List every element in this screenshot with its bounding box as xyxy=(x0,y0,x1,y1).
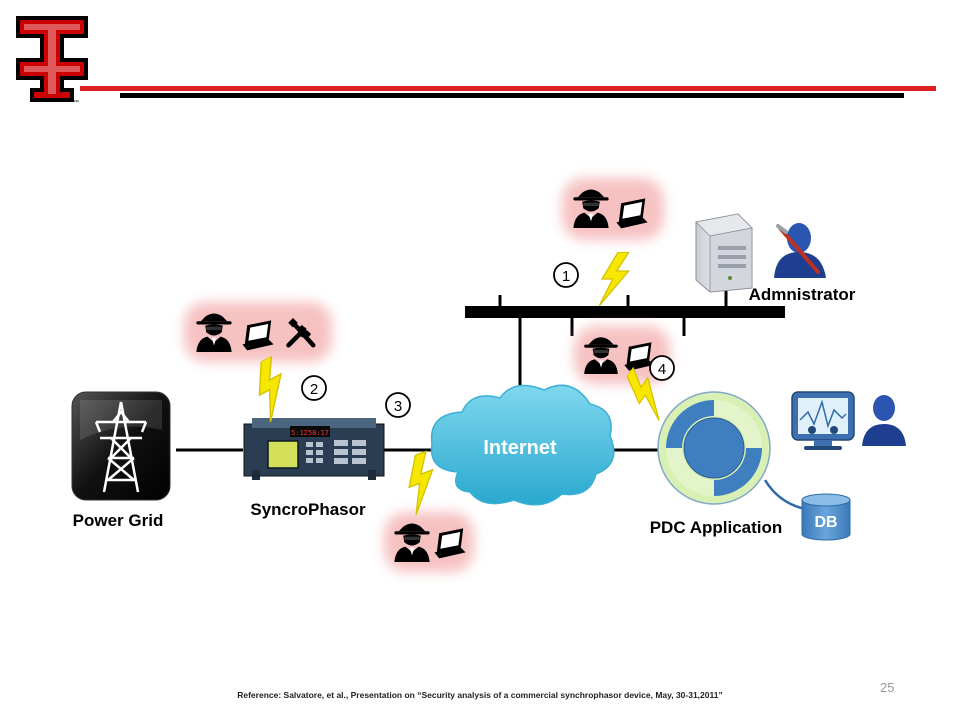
power-grid-icon xyxy=(71,391,171,501)
svg-text:4: 4 xyxy=(658,361,666,378)
marker-1: 1 xyxy=(553,262,579,288)
pdc-application-label: PDC Application xyxy=(650,518,783,537)
monitor-icon xyxy=(791,391,855,450)
svg-text:2: 2 xyxy=(310,381,318,398)
pdc-application-icon xyxy=(657,391,771,505)
administrator-user-icon xyxy=(774,223,826,278)
operator-user-icon xyxy=(862,395,906,446)
device-display: 5:1258:17 xyxy=(291,429,329,437)
marker-3: 3 xyxy=(385,392,411,418)
svg-text:1: 1 xyxy=(562,268,570,285)
power-grid-label: Power Grid xyxy=(73,511,164,530)
device-screen xyxy=(267,440,299,469)
logo-trademark: ™ xyxy=(73,99,79,106)
attacker-group-1 xyxy=(562,178,664,240)
attacker-group-2 xyxy=(184,302,332,362)
svg-text:3: 3 xyxy=(394,398,402,415)
server-icon xyxy=(695,213,753,293)
marker-2: 2 xyxy=(301,375,327,401)
db-label: DB xyxy=(814,514,837,531)
network-bus xyxy=(465,306,785,318)
database-icon xyxy=(801,493,851,541)
header-red-line xyxy=(80,86,936,91)
attack-bolt-1 xyxy=(598,252,630,306)
internet-cloud xyxy=(430,384,615,506)
administrator-label: Admnistrator xyxy=(749,285,856,304)
attack-bolt-2 xyxy=(242,355,300,423)
reference-citation: Reference: Salvatore, et al., Presentati… xyxy=(237,690,723,700)
syncrophasor-label: SyncroPhasor xyxy=(250,500,366,519)
header-black-line xyxy=(120,93,904,98)
university-logo: ™ xyxy=(16,16,88,106)
internet-label: Internet xyxy=(483,437,557,459)
page-number: 25 xyxy=(880,680,895,695)
marker-4: 4 xyxy=(649,355,675,381)
attacker-group-4 xyxy=(574,326,670,384)
attacker-group-3 xyxy=(384,512,474,572)
syncrophasor-device: 5:1258:17 xyxy=(243,418,385,480)
